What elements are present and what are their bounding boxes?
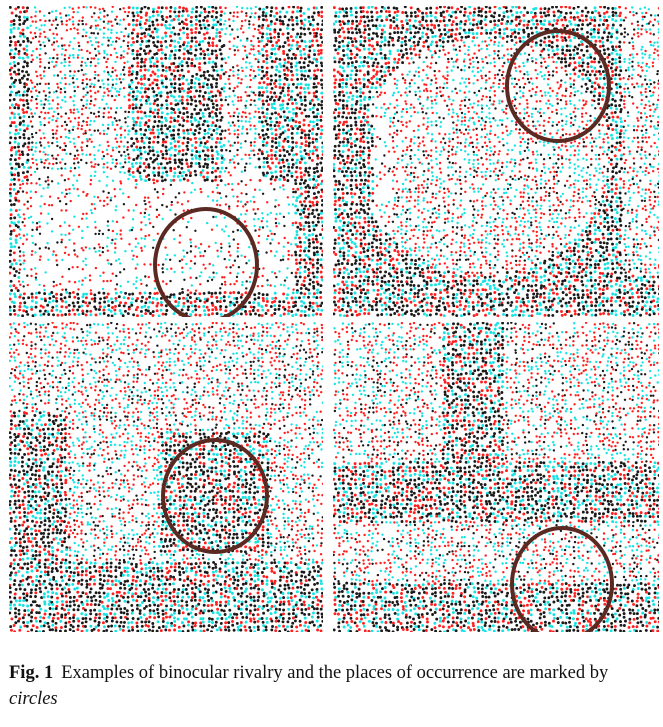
stipple-image-top-right	[333, 6, 659, 317]
rivalry-marker-circle	[153, 207, 259, 317]
stipple-dots	[333, 6, 659, 317]
stipple-image-bottom-right	[333, 322, 659, 632]
rivalry-marker-circle	[510, 526, 614, 632]
caption-text: Examples of binocular rivalry and the pl…	[61, 663, 609, 683]
stipple-image-top-left	[9, 6, 323, 317]
caption-emphasis: circles	[9, 689, 58, 709]
stipple-panel-bottom-right	[333, 322, 659, 632]
stipple-dots	[9, 322, 323, 632]
rivalry-marker-circle	[505, 29, 611, 143]
stipple-image-bottom-left	[9, 322, 323, 632]
stipple-panel-bottom-left	[9, 322, 323, 632]
stipple-panel-top-left	[9, 6, 323, 317]
rivalry-marker-circle	[161, 438, 269, 554]
stipple-panel-top-right	[333, 6, 659, 317]
figure	[9, 6, 659, 632]
figure-caption: Fig. 1 Examples of binocular rivalry and …	[9, 660, 659, 712]
stipple-dots	[9, 6, 323, 317]
figure-label: Fig. 1	[9, 663, 54, 683]
